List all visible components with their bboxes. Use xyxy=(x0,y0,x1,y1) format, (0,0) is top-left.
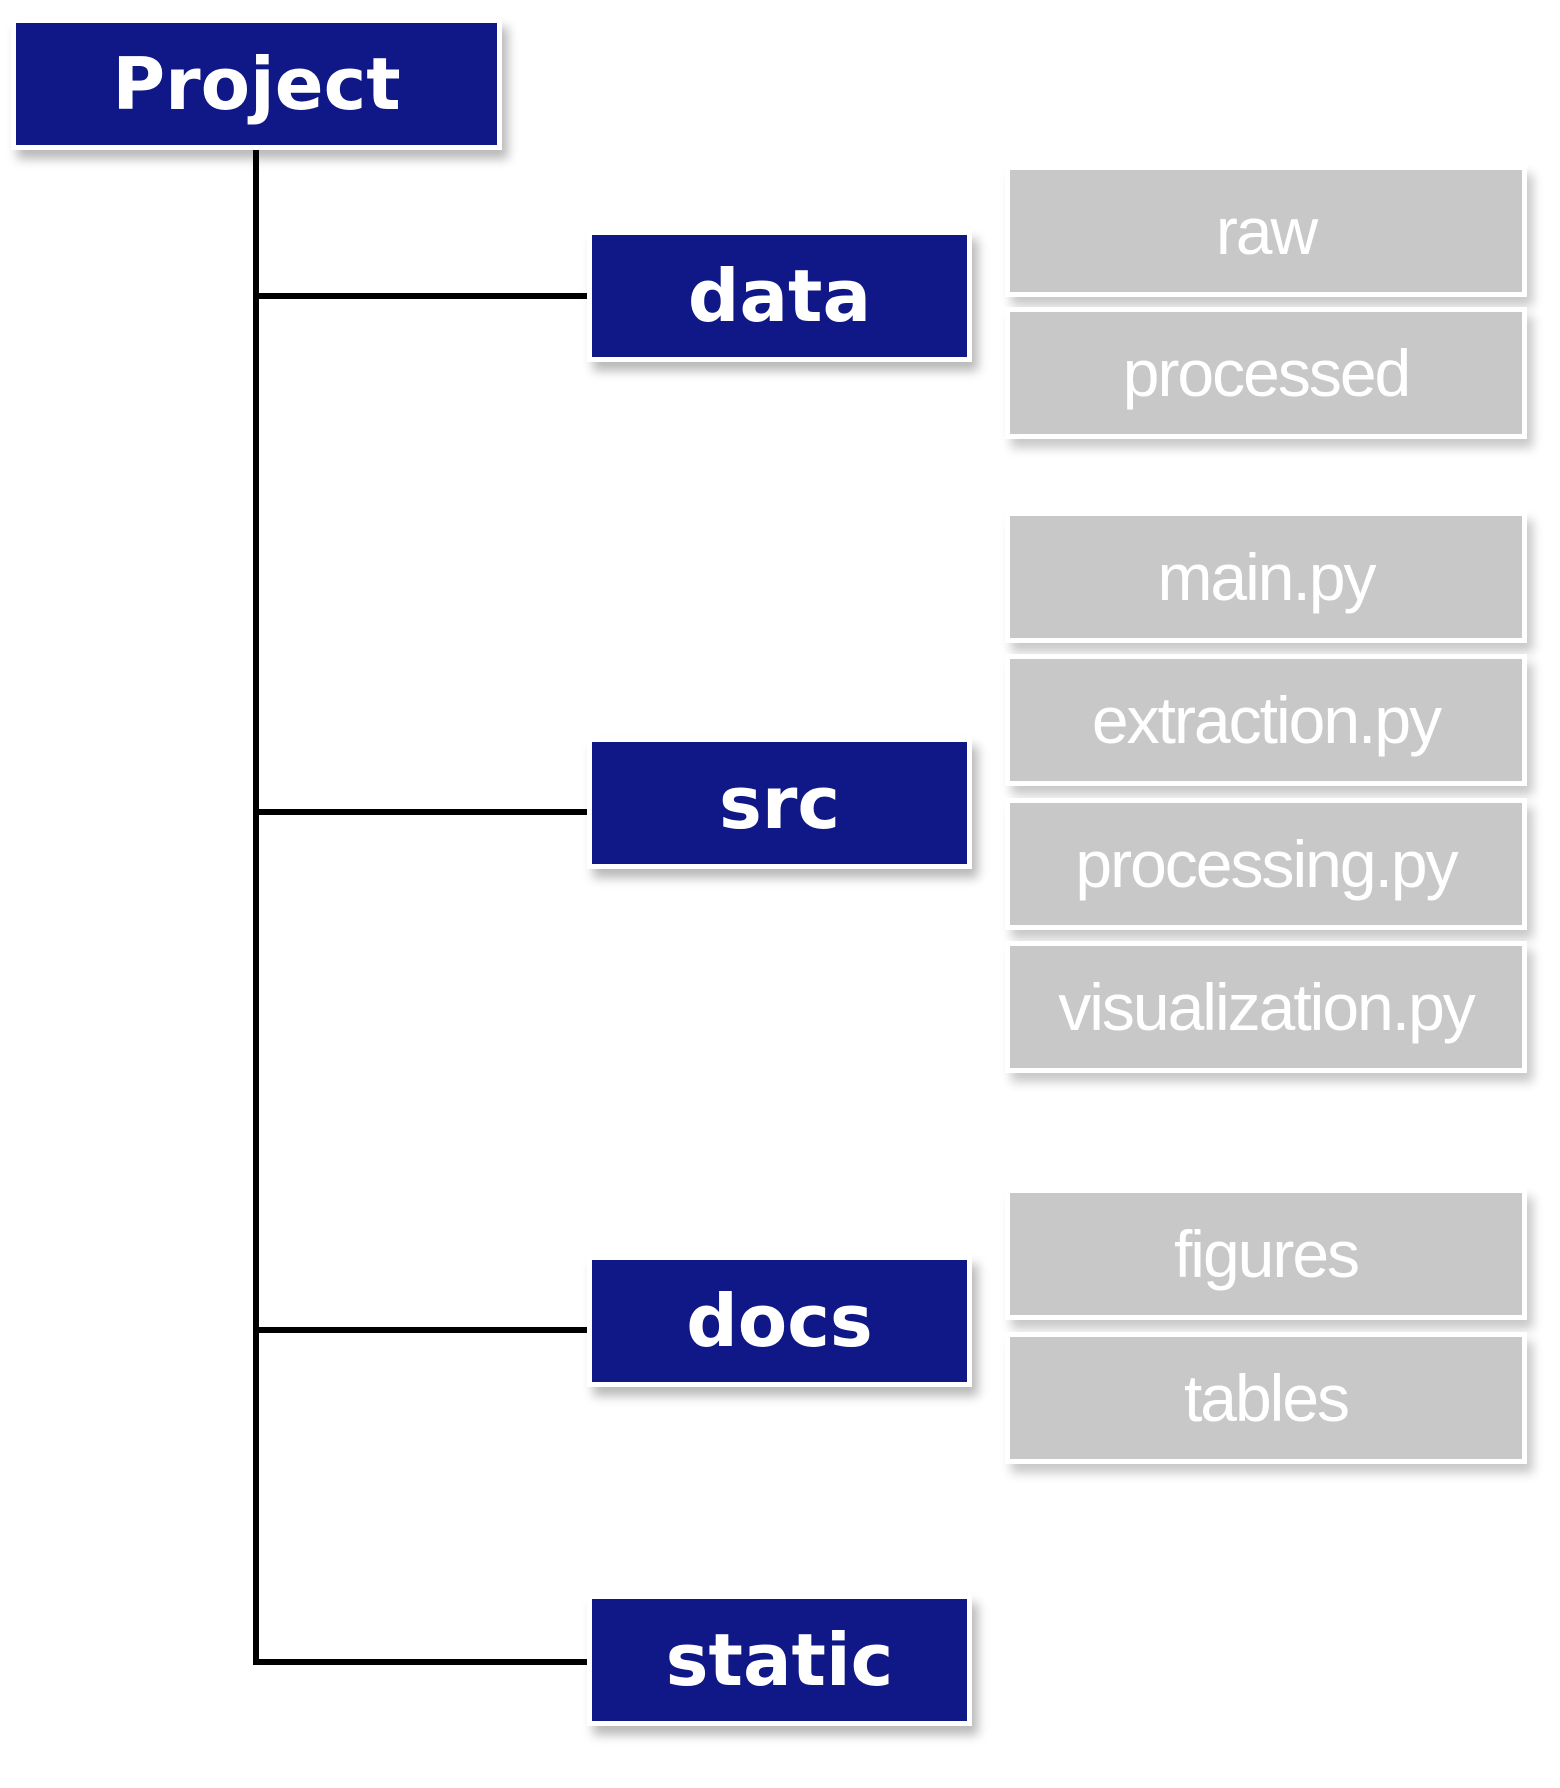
branch-line-static xyxy=(253,1659,587,1665)
folder-node-src: src xyxy=(587,737,972,869)
file-node-visualization-py: visualization.py xyxy=(1005,941,1527,1073)
file-node-extraction-py: extraction.py xyxy=(1005,654,1527,786)
file-node-tables: tables xyxy=(1005,1332,1527,1464)
branch-line-data xyxy=(253,293,587,299)
file-node-processed: processed xyxy=(1005,307,1527,439)
file-node-raw: raw xyxy=(1005,165,1527,297)
folder-node-docs: docs xyxy=(587,1255,972,1387)
branch-line-docs xyxy=(253,1327,587,1333)
folder-node-data: data xyxy=(587,230,972,362)
folder-node-static: static xyxy=(587,1594,972,1726)
file-node-main-py: main.py xyxy=(1005,511,1527,643)
file-node-figures: figures xyxy=(1005,1188,1527,1320)
tree-trunk-line xyxy=(253,147,259,1665)
branch-line-src xyxy=(253,809,587,815)
file-node-processing-py: processing.py xyxy=(1005,798,1527,930)
root-node-project: Project xyxy=(11,18,502,150)
